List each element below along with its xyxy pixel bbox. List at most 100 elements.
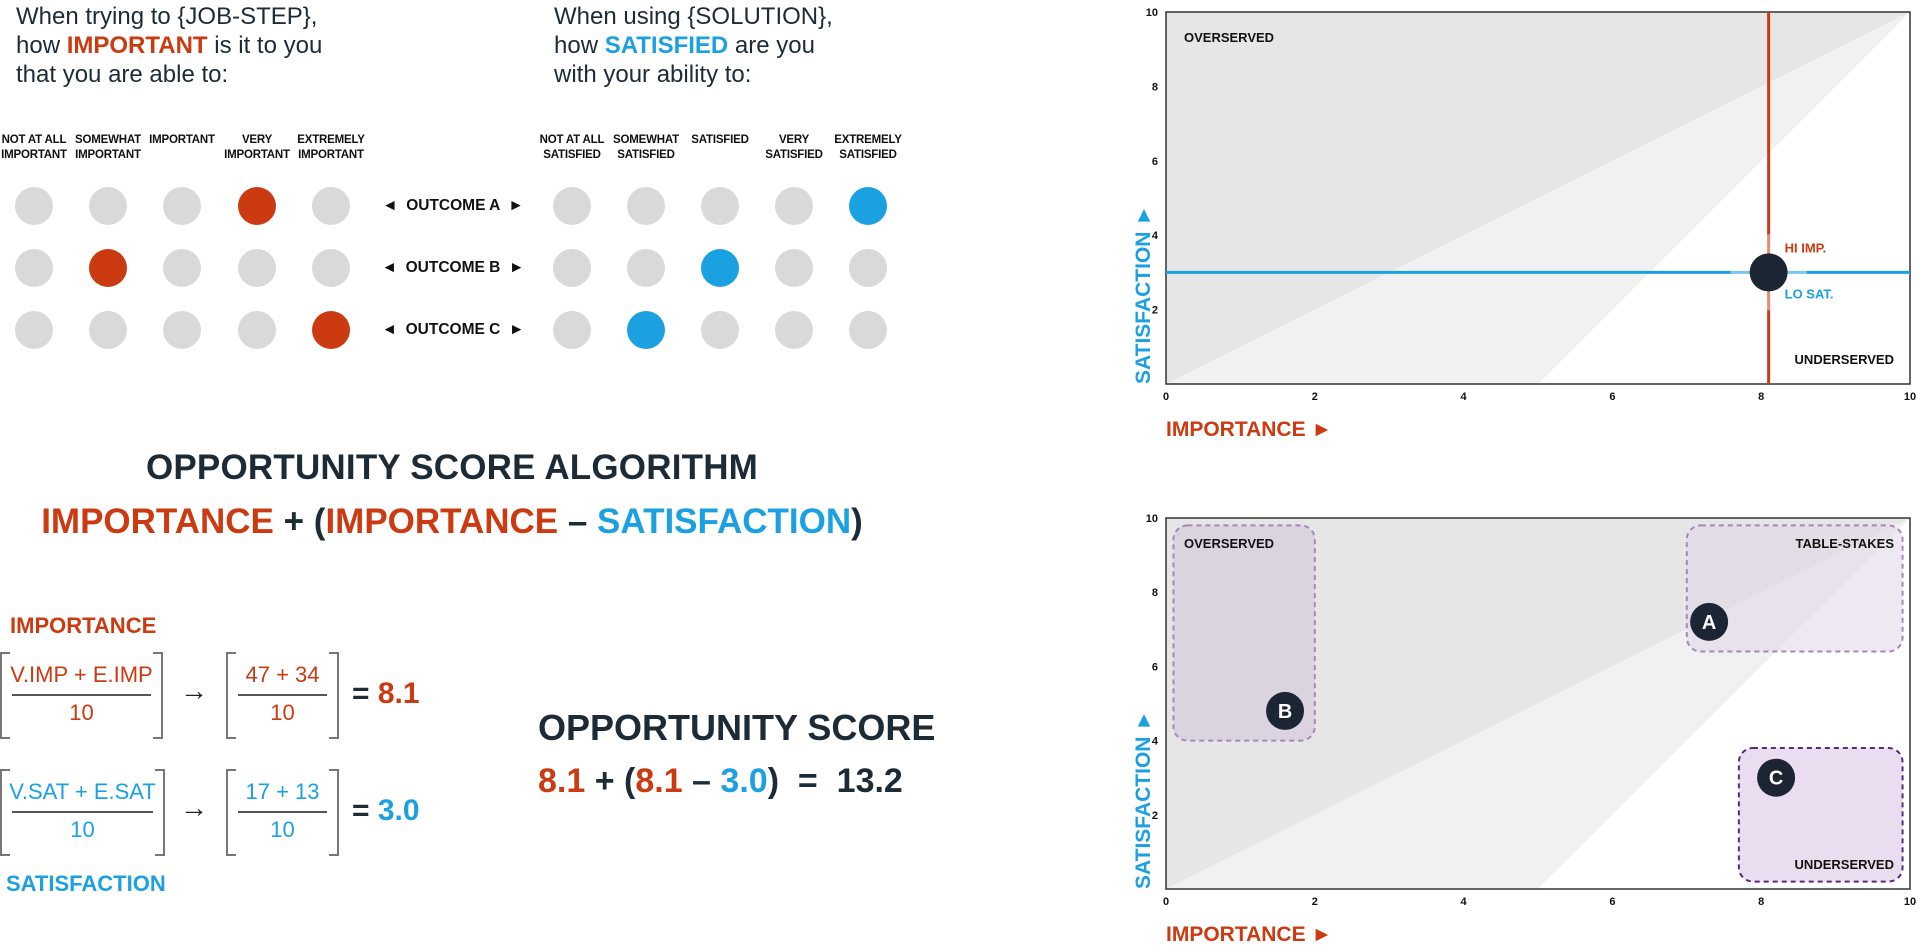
outcome-point-label: C [1769, 768, 1783, 790]
satisfaction-radio-3-5[interactable] [849, 311, 887, 349]
plot-frame [1165, 11, 1911, 385]
importance-radio-1-5[interactable] [312, 187, 350, 225]
satisfaction-radio-2-3[interactable] [701, 249, 739, 287]
x-axis-title: IMPORTANCE ► [1166, 923, 1332, 945]
region-label-underserved: UNDERSERVED [1795, 352, 1894, 367]
satisfaction-radio-3-2[interactable] [627, 311, 665, 349]
importance-radio-1-2[interactable] [89, 187, 127, 225]
x-tick-label: 2 [1312, 896, 1318, 908]
zone-overserved [1172, 524, 1316, 742]
satisfaction-radio-2-4[interactable] [775, 249, 813, 287]
importance-radio-3-5[interactable] [312, 311, 350, 349]
region-label-overserved: OVERSERVED [1184, 30, 1274, 45]
outcome-label: ◄ OUTCOME C ► [381, 321, 525, 338]
formula-importance-2: IMPORTANCE [325, 502, 559, 541]
satisfaction-question-line1: When using {SOLUTION}, [554, 3, 833, 30]
satisfaction-question: When using {SOLUTION}, how SATISFIED are… [554, 2, 833, 89]
satisfaction-label: SATISFACTION [6, 871, 166, 896]
satisfaction-radio-2-2[interactable] [627, 249, 665, 287]
importance-radio-3-4[interactable] [238, 311, 276, 349]
x-tick-label: 0 [1163, 391, 1169, 403]
satisfaction-radio-1-3[interactable] [701, 187, 739, 225]
x-tick-label: 10 [1904, 896, 1916, 908]
plot-frame [1165, 517, 1911, 890]
importance-radio-1-1[interactable] [15, 187, 53, 225]
satisfaction-values-fraction: 17 + 13 10 [226, 769, 339, 856]
importance-radio-1-4[interactable] [238, 187, 276, 225]
satisfaction-formula-fraction: V.SAT + E.SAT 10 [0, 769, 165, 856]
satisfaction-radio-1-5[interactable] [849, 187, 887, 225]
importance-radio-2-3[interactable] [163, 249, 201, 287]
sat-scale-head-2: SATISFIED [691, 134, 749, 146]
opportunity-score-title: OPPORTUNITY SCORE [538, 707, 936, 748]
region-label-underserved: UNDERSERVED [1795, 857, 1894, 872]
satisfaction-radio-1-1[interactable] [553, 187, 591, 225]
importance-radio-1-3[interactable] [163, 187, 201, 225]
outcome-point-b [1266, 691, 1305, 730]
opportunity-score-formula: 8.1 + (8.1 – 3.0) = 13.2 [538, 762, 903, 800]
importance-radio-2-1[interactable] [15, 249, 53, 287]
satisfaction-radio-1-4[interactable] [775, 187, 813, 225]
satisfaction-radio-2-5[interactable] [849, 249, 887, 287]
importance-radio-2-4[interactable] [238, 249, 276, 287]
importance-radio-2-2[interactable] [89, 249, 127, 287]
satisfaction-question-line3: with your ability to: [554, 61, 752, 88]
region-label-overserved: OVERSERVED [1184, 536, 1274, 551]
important-emphasis: IMPORTANT [66, 32, 208, 59]
satisfaction-radio-2-1[interactable] [553, 249, 591, 287]
x-tick-label: 4 [1461, 391, 1468, 403]
formula-importance-1: IMPORTANCE [41, 502, 274, 541]
y-tick-label: 8 [1152, 81, 1158, 93]
satisfaction-question-line2: how SATISFIED are you [554, 32, 815, 59]
outcome-point-label: A [1702, 612, 1716, 634]
satisfaction-radio-3-1[interactable] [553, 311, 591, 349]
satisfaction-radio-1-2[interactable] [627, 187, 665, 225]
importance-radio-3-3[interactable] [163, 311, 201, 349]
importance-radio-3-1[interactable] [15, 311, 53, 349]
x-tick-label: 10 [1904, 391, 1916, 403]
outcome-point-a [1690, 602, 1729, 641]
outcome-label: ◄ OUTCOME B ► [381, 259, 525, 276]
y-tick-label: 10 [1146, 7, 1158, 19]
importance-arrow-icon: → [180, 675, 208, 706]
importance-radio-2-5[interactable] [312, 249, 350, 287]
score-point [1749, 253, 1788, 292]
y-tick-label: 2 [1152, 810, 1158, 822]
importance-question-line1: When trying to {JOB-STEP}, [16, 3, 318, 30]
x-tick-label: 0 [1163, 896, 1169, 908]
satisfaction-result: = 3.0 [352, 794, 420, 827]
importance-question: When trying to {JOB-STEP}, how IMPORTANT… [16, 2, 322, 89]
importance-question-line3: that you are able to: [16, 61, 229, 88]
x-tick-label: 6 [1609, 896, 1615, 908]
y-tick-label: 4 [1152, 736, 1159, 748]
x-tick-label: 4 [1461, 896, 1468, 908]
importance-values-fraction: 47 + 34 10 [226, 652, 339, 739]
algorithm-formula: IMPORTANCE + (IMPORTANCE – SATISFACTION) [41, 502, 863, 541]
x-axis-title: IMPORTANCE ► [1166, 418, 1332, 441]
annotation-hi-imp: HI IMP. [1785, 240, 1827, 255]
y-tick-label: 10 [1146, 513, 1158, 525]
formula-satisfaction: SATISFACTION [597, 502, 852, 541]
importance-result: = 8.1 [352, 677, 420, 710]
satisfied-emphasis: SATISFIED [604, 32, 729, 59]
x-tick-label: 6 [1609, 391, 1615, 403]
satisfaction-radio-3-4[interactable] [775, 311, 813, 349]
y-tick-label: 4 [1152, 230, 1159, 242]
algorithm-title: OPPORTUNITY SCORE ALGORITHM [145, 448, 759, 487]
outcome-label: ◄ OUTCOME A ► [382, 197, 524, 214]
x-tick-label: 8 [1758, 896, 1764, 908]
satisfaction-arrow-icon: → [180, 792, 208, 823]
region-label-table-stakes: TABLE-STAKES [1796, 536, 1895, 551]
importance-radio-3-2[interactable] [89, 311, 127, 349]
y-tick-label: 2 [1152, 305, 1158, 317]
satisfaction-radio-3-3[interactable] [701, 311, 739, 349]
